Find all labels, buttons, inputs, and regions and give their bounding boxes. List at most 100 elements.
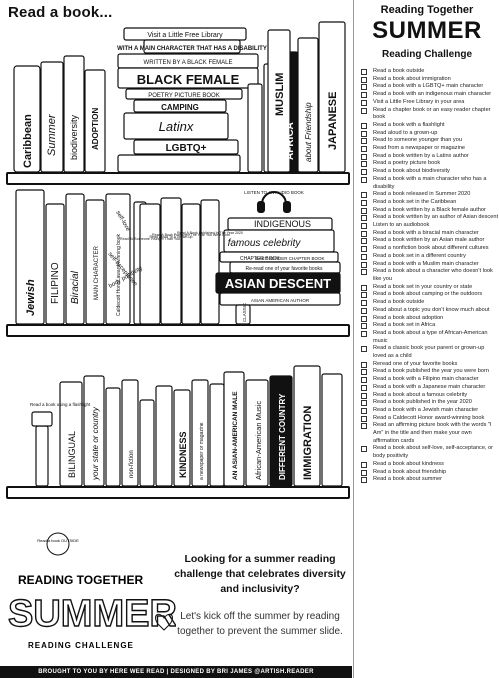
checkbox[interactable] — [361, 169, 367, 176]
checklist-item: Reread one of your favorite books — [361, 361, 498, 369]
checklist-item: Read a book set in Africa — [361, 322, 498, 330]
checkbox[interactable] — [361, 238, 367, 245]
checkbox[interactable] — [361, 469, 367, 476]
checklist-item: Read a book with a Muslim main character — [361, 261, 498, 269]
shelf-3 — [6, 486, 350, 499]
checkbox[interactable] — [361, 284, 367, 291]
checklist-item-label: Read a book released in Summer 2020 — [373, 191, 471, 198]
checkbox[interactable] — [361, 153, 367, 160]
checklist-item: Read a book about a character who doesn'… — [361, 268, 498, 283]
checkbox[interactable] — [361, 146, 367, 153]
label-poetry-picture: POETRY PICTURE BOOK — [148, 93, 219, 99]
checklist-item: Read a book outside — [361, 68, 498, 76]
checklist-title-3: Reading Challenge — [381, 49, 472, 60]
checkbox[interactable] — [361, 269, 367, 276]
checkbox[interactable] — [361, 384, 367, 391]
checklist-item-label: Read a chapter book or an easy reader ch… — [373, 106, 491, 121]
checkbox[interactable] — [361, 92, 367, 99]
label-friendship: about Friendship — [304, 102, 313, 162]
checklist-panel: Reading Together SUMMER Reading Challeng… — [353, 0, 499, 678]
checklist-item-label: Read a book about immigration — [373, 75, 451, 82]
checklist-item: Read about a topic you don't know much a… — [361, 307, 498, 315]
checklist-item-label: Read a book about self-love, self-accept… — [373, 445, 494, 460]
checkbox[interactable] — [361, 300, 367, 307]
logo-reading-together: READING TOGETHER — [18, 573, 143, 587]
book-slim1 — [247, 83, 263, 173]
checkbox[interactable] — [361, 477, 367, 484]
label-adoption: ADOPTION — [91, 108, 100, 150]
checkbox[interactable] — [361, 76, 367, 83]
label-biracial: Biracial — [70, 270, 81, 304]
shelf-2 — [6, 324, 350, 337]
label-little-free-library: Visit a Little Free Library — [147, 32, 223, 39]
checklist-item: Read a book about adoption — [361, 315, 498, 323]
checkbox[interactable] — [361, 99, 367, 106]
checkbox[interactable] — [361, 461, 367, 468]
checkbox[interactable] — [361, 323, 367, 330]
checkbox[interactable] — [361, 84, 367, 91]
checklist-item-label: Listen to an audiobook — [373, 222, 430, 229]
checkbox[interactable] — [361, 330, 367, 337]
promo-question: Looking for a summer reading challenge t… — [174, 553, 346, 595]
checkbox[interactable] — [361, 392, 367, 399]
checklist-item: Read a book about biodiversity — [361, 168, 498, 176]
checkbox[interactable] — [361, 69, 367, 75]
label-filipino: FILIPINO — [50, 262, 61, 304]
checkbox[interactable] — [361, 415, 367, 422]
checkbox[interactable] — [361, 107, 367, 114]
label-lgbtq: LGBTQ+ — [166, 143, 207, 154]
checkbox[interactable] — [361, 446, 367, 453]
checklist-item: Read a book written by an author of Asia… — [361, 214, 498, 222]
checkbox[interactable] — [361, 407, 367, 414]
checkbox[interactable] — [361, 230, 367, 237]
checkbox[interactable] — [361, 223, 367, 230]
checkbox[interactable] — [361, 246, 367, 253]
checklist-item-label: Read a book written by a Latinx author — [373, 152, 469, 159]
checklist-item: Visit a Little Free Library in your area — [361, 99, 498, 107]
checkbox[interactable] — [361, 176, 367, 183]
checklist-item-label: Read a book about friendship — [373, 468, 447, 475]
checkbox[interactable] — [361, 261, 367, 268]
label-famous-celebrity: famous celebrity — [228, 238, 302, 249]
checkbox[interactable] — [361, 199, 367, 206]
label-read-younger: Read To Someone Younger Than You — [120, 237, 180, 241]
checkbox[interactable] — [361, 315, 367, 322]
checklist-item-label: Read a book about a famous celebrity — [373, 391, 468, 398]
label-chapter: CHAPTER BOOK — [240, 256, 280, 262]
checkbox[interactable] — [361, 207, 367, 214]
label-caldecott: Caldecott Honor award-winning book — [116, 234, 122, 316]
checkbox[interactable] — [361, 369, 367, 376]
checklist-item: Read a poetry picture book — [361, 160, 498, 168]
label-summer: Summer — [46, 113, 58, 156]
checklist-item-label: Read from a newspaper or magazine — [373, 145, 466, 152]
checkbox[interactable] — [361, 253, 367, 260]
label-bilingual: BILINGUAL — [67, 431, 77, 478]
checklist-item: Read a book about friendship — [361, 469, 498, 477]
checkbox[interactable] — [361, 292, 367, 299]
checkbox[interactable] — [361, 192, 367, 199]
checklist-item-label: Read a nonfiction book about different c… — [373, 245, 489, 252]
checklist-item-label: Read a book outside — [373, 68, 425, 74]
checkbox[interactable] — [361, 423, 367, 430]
checkbox[interactable] — [361, 215, 367, 222]
checklist-item: Read a book with a biracial main charact… — [361, 230, 498, 238]
checklist-item-label: Read a book about adoption — [373, 314, 444, 321]
label-year-born: Read A Book Published The Year You Were … — [152, 233, 230, 237]
checkbox[interactable] — [361, 161, 367, 168]
label-newspaper: a newspaper or magazine — [199, 422, 205, 480]
checkbox[interactable] — [361, 307, 367, 314]
checkbox[interactable] — [361, 346, 367, 353]
checklist-item-label: Read a book with a Muslim main character — [373, 260, 479, 267]
checkbox[interactable] — [361, 361, 367, 368]
checkbox[interactable] — [361, 130, 367, 137]
checklist-item-label: Read a poetry picture book — [373, 160, 441, 167]
label-flashlight: Read a book using a flashlight — [30, 402, 91, 407]
checkbox[interactable] — [361, 138, 367, 145]
checklist-item: Read a book with a Jewish main character — [361, 407, 498, 415]
checklist-item-label: Read an affirming picture book with the … — [373, 422, 492, 444]
label-written-by: WRITTEN BY A BLACK FEMALE — [144, 60, 233, 66]
checkbox[interactable] — [361, 377, 367, 384]
checkbox[interactable] — [361, 400, 367, 407]
checklist-item: Read a nonfiction book about different c… — [361, 245, 498, 253]
checkbox[interactable] — [361, 122, 367, 129]
